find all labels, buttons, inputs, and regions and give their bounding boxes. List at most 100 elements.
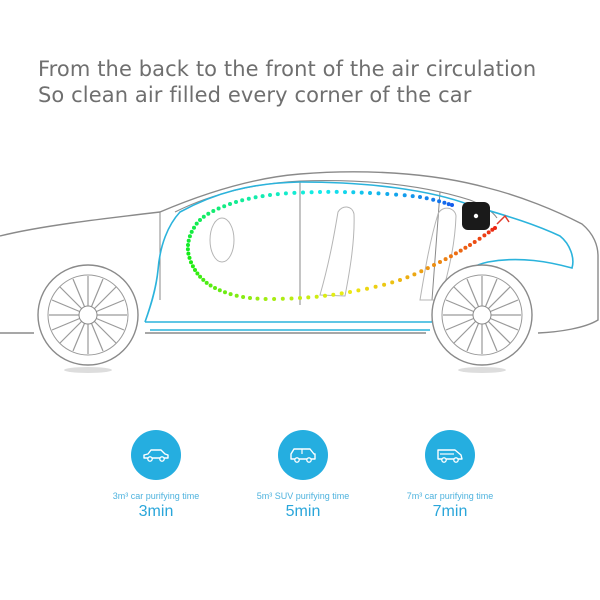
airflow-dot (382, 282, 387, 287)
airflow-dot (463, 245, 468, 250)
headline: From the back to the front of the air ci… (38, 56, 598, 108)
stat-suv: 5m³ SUV purifying time 5min (228, 430, 378, 521)
airflow-dot (263, 297, 268, 301)
airflow-dot (192, 225, 196, 230)
airflow-dot (343, 190, 347, 195)
rear-seat (419, 207, 457, 301)
airflow-dot (351, 190, 356, 195)
airflow-dot (223, 290, 227, 295)
airflow-dot (268, 193, 272, 197)
airflow-dot (272, 297, 277, 301)
airflow-dot (186, 238, 191, 243)
van-icon (425, 430, 475, 480)
airflow-dot (431, 197, 436, 202)
airflow-dot (438, 260, 442, 264)
airflow-dot (376, 191, 381, 196)
airflow-dot (453, 251, 458, 256)
airflow-dot (443, 257, 448, 262)
suv-icon (278, 430, 328, 480)
airflow-dot (213, 286, 217, 290)
airflow-dot (398, 278, 402, 282)
airflow-dot (394, 192, 399, 197)
airflow-dot (187, 234, 192, 239)
airflow-dot (356, 288, 361, 293)
airflow-dot (187, 255, 192, 260)
ground-shadow-rear (458, 367, 506, 373)
airflow-dot (298, 296, 302, 300)
airflow-dot (198, 218, 202, 222)
airflow-dot (280, 296, 285, 301)
airflow-dot (255, 296, 260, 301)
headline-line-2: So clean air filled every corner of the … (38, 83, 472, 107)
airflow-dot (190, 264, 195, 269)
airflow-dot (472, 240, 477, 244)
airflow-dot (450, 203, 454, 207)
steering-wheel (209, 217, 235, 263)
airflow-dot (365, 286, 369, 291)
airflow-dot (486, 230, 491, 235)
airflow-dot (314, 294, 319, 299)
airflow-dot (306, 295, 311, 300)
airflow-dot (419, 269, 424, 274)
airflow-dot (283, 191, 288, 196)
airflow-dot (186, 251, 191, 256)
stat-value: 7min (432, 503, 468, 520)
airflow-dot (418, 195, 422, 199)
airflow-dot (228, 202, 232, 206)
air-outlet-marker (496, 214, 510, 225)
airflow-dot (442, 200, 447, 205)
airflow-dot (216, 206, 221, 211)
airflow-dot (292, 190, 297, 195)
airflow-dot (339, 291, 344, 296)
airflow-dot (318, 190, 322, 194)
airflow-dot (275, 192, 280, 197)
airflow-dot (493, 226, 497, 230)
airflow-dot (331, 292, 336, 297)
airflow-dot (198, 274, 203, 279)
airflow-dot (402, 193, 407, 198)
airflow-dot (211, 209, 216, 213)
stat-value: 5min (285, 503, 321, 520)
airflow-dot (208, 283, 213, 288)
stat-caption: 3m³ car purifying time (112, 491, 200, 501)
airflow-dot (424, 196, 429, 201)
front-seat (319, 206, 355, 297)
airflow-dot (390, 280, 395, 285)
airflow-dot (240, 198, 245, 203)
airflow-dot (326, 189, 331, 194)
airflow-dot (194, 221, 199, 226)
airflow-dot (309, 190, 314, 195)
car-air-circulation-illustration (0, 171, 599, 373)
airflow-dot (425, 266, 430, 271)
airflow-dot (385, 192, 390, 196)
airflow-dot (201, 277, 206, 282)
stat-car: 3m³ car purifying time 3min (81, 430, 231, 521)
airflow-dot (437, 199, 442, 204)
stat-value: 3min (138, 503, 174, 520)
rear-wheel (431, 264, 533, 366)
airflow-dot (241, 295, 246, 299)
airflow-dot (410, 194, 415, 199)
airflow-dot (405, 275, 410, 280)
airflow-dot (228, 292, 233, 297)
stat-caption: 7m³ car purifying time (406, 491, 494, 501)
airflow-dot (482, 233, 487, 238)
interior-outline (144, 181, 574, 323)
airflow-dot (448, 254, 453, 259)
airflow-dot (234, 200, 238, 204)
front-wheel (37, 264, 139, 366)
headline-line-1: From the back to the front of the air ci… (38, 57, 537, 81)
airflow-dot (234, 293, 239, 298)
airflow-dot (186, 243, 190, 247)
airflow-dot (432, 263, 436, 267)
airflow-dot (206, 211, 211, 216)
car-body-outline (0, 171, 599, 334)
car-window-line (174, 180, 498, 219)
airflow-dot (373, 284, 378, 289)
stat-van: 7m³ car purifying time 7min (375, 430, 525, 521)
airflow-dot (334, 189, 339, 194)
airflow-dot (260, 194, 265, 199)
airflow-dot (412, 272, 417, 277)
airflow-dot (189, 260, 193, 265)
airflow-dot (368, 191, 372, 195)
